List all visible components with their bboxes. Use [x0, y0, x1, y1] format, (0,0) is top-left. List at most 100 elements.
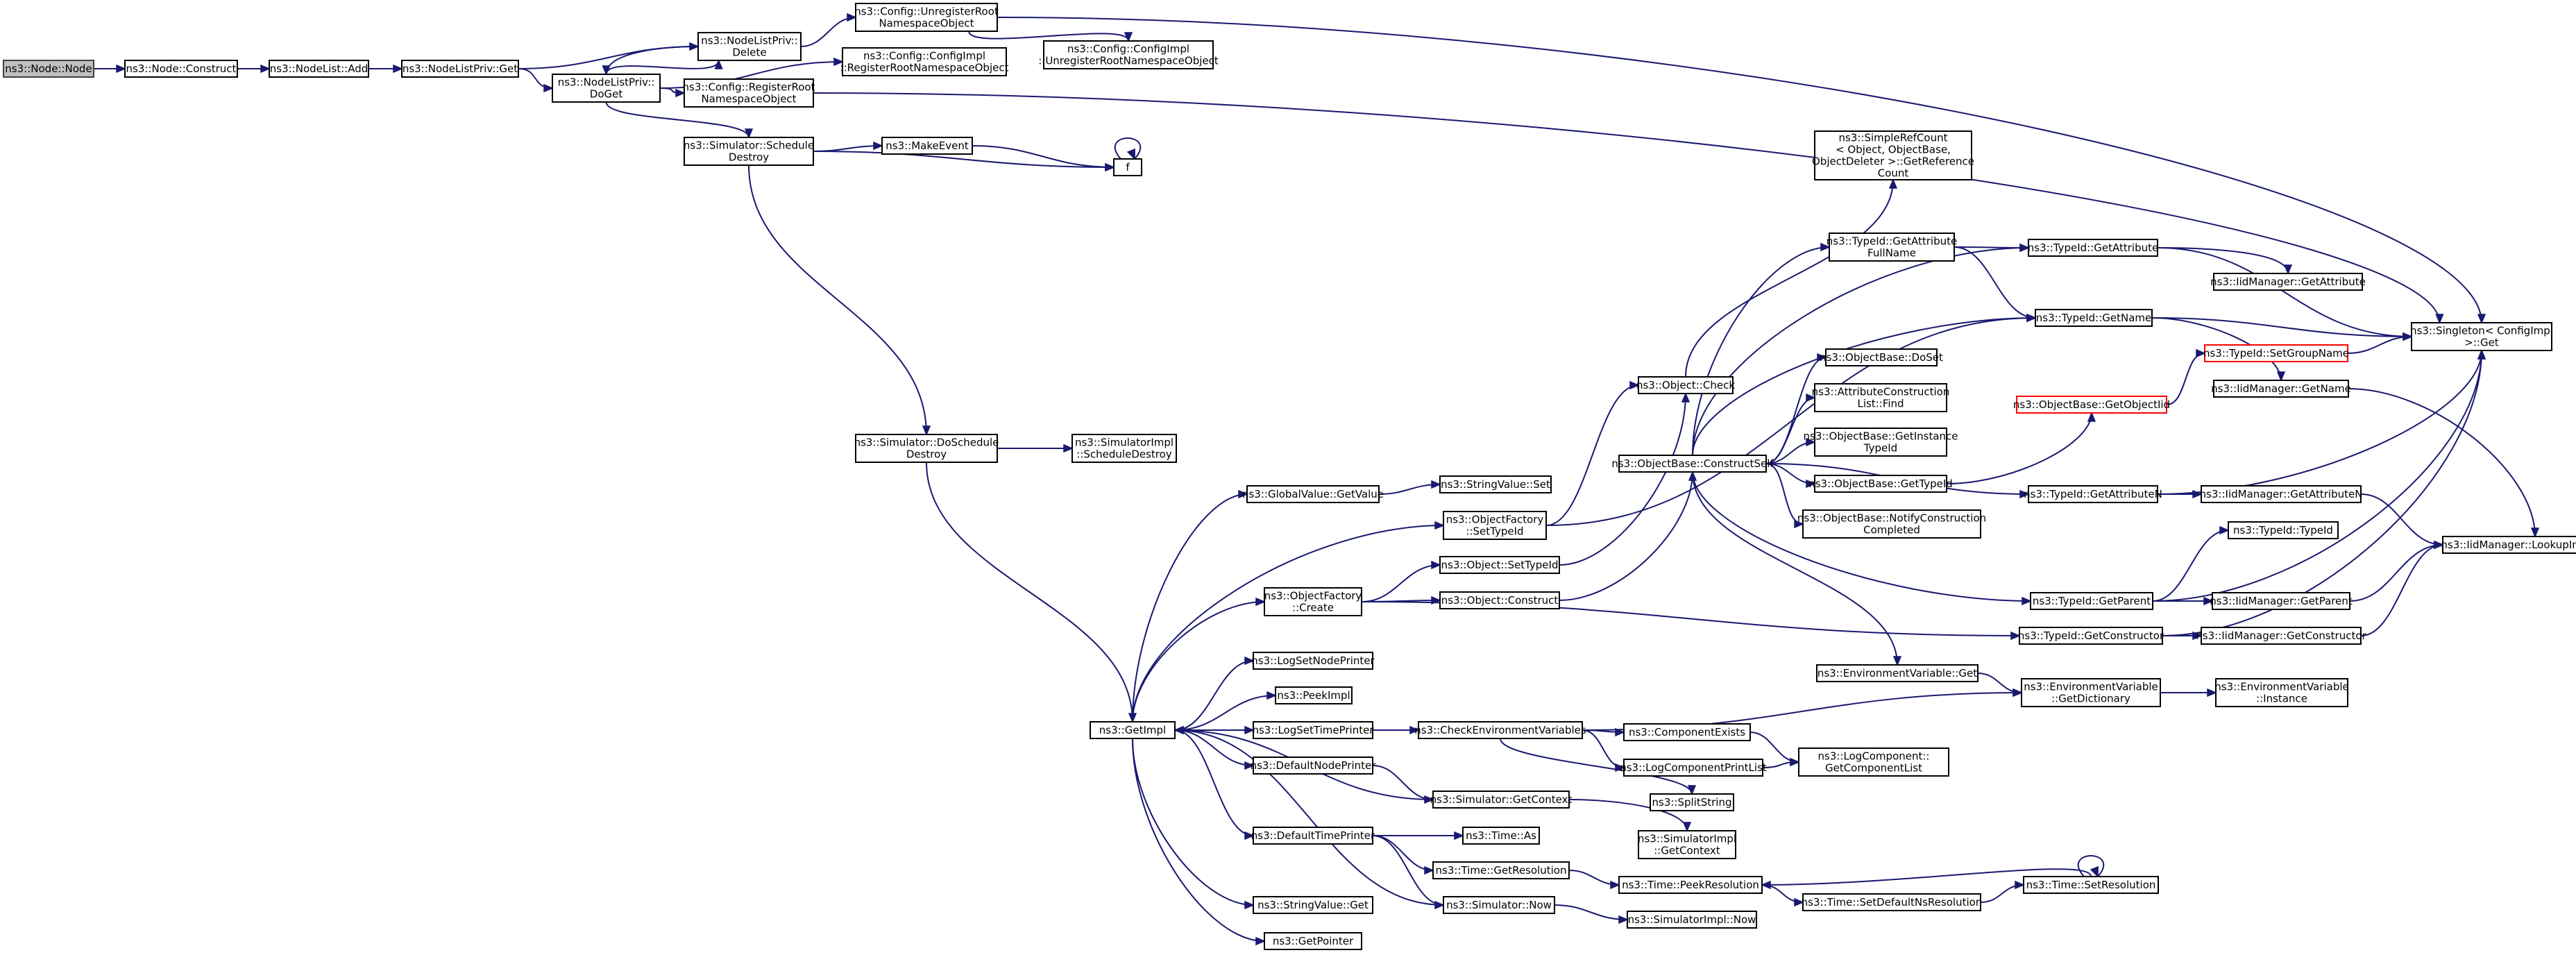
node-n0[interactable]: ns3::Node::Node: [3, 60, 94, 78]
node-n29[interactable]: ns3::Singleton< ConfigImpl>::Get: [2410, 322, 2553, 351]
node-label-line: < Object, ObjectBase,: [1836, 144, 1951, 156]
node-n19[interactable]: ns3::Object::Check: [1636, 376, 1735, 394]
node-n68[interactable]: ns3::StringValue::Get: [1253, 896, 1373, 914]
node-n42[interactable]: ns3::TypeId::GetParent: [2030, 592, 2153, 610]
node-n36[interactable]: ns3::TypeId::SetGroupName: [2203, 344, 2349, 362]
node-n23[interactable]: ns3::Object::Construct: [1439, 591, 1560, 609]
node-n66[interactable]: ns3::Simulator::Now: [1443, 896, 1555, 914]
node-n50[interactable]: ns3::PeekImpl: [1275, 686, 1353, 704]
node-label-line: ns3::Object::SetTypeId: [1441, 559, 1559, 571]
edge-n15-n16: [1132, 489, 1248, 722]
node-n44[interactable]: ns3::TypeId::GetConstructor: [2018, 627, 2164, 645]
node-n38[interactable]: ns3::TypeId::GetAttributeN: [2024, 485, 2162, 503]
edge-n38-n29: [2157, 349, 2486, 495]
node-n58[interactable]: ns3::Simulator::GetContext: [1430, 791, 1573, 809]
node-label-line: ::Create: [1292, 602, 1334, 614]
node-n41[interactable]: ns3::TypeId::TypeId: [2228, 521, 2339, 539]
edge-n15-n21: [1132, 597, 1266, 722]
node-n1[interactable]: ns3::Node::Construct: [124, 60, 238, 78]
node-n28[interactable]: ns3::TypeId::GetName: [2035, 309, 2153, 327]
node-n64[interactable]: ns3::Time::SetDefaultNsResolution: [1802, 893, 1983, 911]
node-n61[interactable]: ns3::Time::As: [1462, 827, 1540, 845]
node-n12[interactable]: f: [1113, 158, 1142, 176]
node-n2[interactable]: ns3::NodeList::Add: [269, 60, 369, 78]
node-n40[interactable]: ns3::IidManager::LookupInformation: [2441, 536, 2576, 554]
node-n51[interactable]: ns3::LogSetTimePrinter: [1252, 721, 1374, 739]
node-n43[interactable]: ns3::IidManager::GetParent: [2210, 592, 2353, 610]
node-label-line: ns3::IidManager::GetAttributeN: [2200, 488, 2363, 500]
node-n10[interactable]: ns3::Simulator::ScheduleDestroy: [684, 137, 814, 166]
node-label-line: ns3::LogComponentPrintList: [1620, 761, 1767, 774]
node-box: [2212, 592, 2350, 610]
node-label-line: ns3::Config::UnregisterRoot: [854, 6, 999, 18]
node-n35[interactable]: ns3::ObjectBase::GetObjectIid: [2013, 396, 2170, 414]
node-n59[interactable]: ns3::SimulatorImpl::GetContext: [1638, 830, 1736, 859]
node-n49[interactable]: ns3::LogSetNodePrinter: [1251, 652, 1375, 670]
node-n21[interactable]: ns3::ObjectFactory::Create: [1264, 587, 1362, 616]
node-n47[interactable]: ns3::EnvironmentVariable::GetDictionary: [2021, 678, 2161, 707]
node-label-line: ns3::Singleton< ConfigImpl: [2410, 325, 2553, 337]
node-box: [1443, 511, 1547, 540]
node-n67[interactable]: ns3::SimulatorImpl::Now: [1627, 911, 1757, 929]
node-n33[interactable]: ns3::ObjectBase::GetTypeId: [1808, 475, 1953, 493]
node-n62[interactable]: ns3::Time::GetResolution: [1432, 861, 1570, 879]
node-label-line: ns3::NodeListPriv::: [701, 35, 798, 47]
edge-line: [1132, 738, 1254, 906]
node-box: [1071, 434, 1177, 463]
node-n3[interactable]: ns3::NodeListPriv::Get: [401, 60, 519, 78]
node-n52[interactable]: ns3::CheckEnvironmentVariables: [1414, 721, 1586, 739]
node-n8[interactable]: ns3::Config::ConfigImpl::RegisterRootNam…: [840, 47, 1009, 76]
node-n5[interactable]: ns3::NodeListPriv::DoGet: [552, 74, 661, 103]
node-n22[interactable]: ns3::Object::SetTypeId: [1439, 556, 1560, 574]
node-n55[interactable]: ns3::LogComponent::GetComponentList: [1798, 747, 1949, 777]
node-n46[interactable]: ns3::EnvironmentVariable::Get: [1816, 664, 1978, 682]
edge-n9-n29: [813, 92, 2444, 324]
edge-n5-n9: [659, 87, 686, 98]
node-n7[interactable]: ns3::Config::ConfigImpl::UnregisterRootN…: [1038, 40, 1219, 69]
node-n16[interactable]: ns3::GlobalValue::GetValue: [1242, 485, 1384, 503]
node-label-line: ns3::LogSetNodePrinter: [1251, 654, 1375, 667]
node-n45[interactable]: ns3::IidManager::GetConstructor: [2196, 627, 2367, 645]
node-n65[interactable]: ns3::Time::SetResolution: [2023, 876, 2159, 894]
node-n48[interactable]: ns3::EnvironmentVariable::Instance: [2214, 678, 2349, 707]
edge-n24-n31: [1765, 393, 1816, 464]
node-n20[interactable]: ns3::SimpleRefCount< Object, ObjectBase,…: [1812, 130, 1974, 180]
node-box: [1638, 830, 1736, 859]
node-box: [269, 60, 369, 78]
node-n6[interactable]: ns3::Config::UnregisterRootNamespaceObje…: [854, 3, 999, 32]
node-label-line: ns3::Simulator::Schedule: [684, 140, 814, 152]
node-n27[interactable]: ns3::IidManager::GetAttribute: [2210, 273, 2366, 291]
node-n26[interactable]: ns3::TypeId::GetAttribute: [2028, 239, 2158, 257]
node-n11[interactable]: ns3::MakeEvent: [881, 137, 973, 155]
node-n39[interactable]: ns3::IidManager::GetAttributeN: [2200, 485, 2363, 503]
node-n63[interactable]: ns3::Time::PeekResolution: [1618, 876, 1763, 894]
node-box: [855, 3, 998, 32]
node-n60[interactable]: ns3::DefaultTimePrinter: [1251, 827, 1375, 845]
node-n9[interactable]: ns3::Config::RegisterRootNamespaceObject: [683, 78, 815, 108]
edge-arrowhead: [1610, 880, 1620, 890]
node-n4[interactable]: ns3::NodeListPriv::Delete: [697, 32, 802, 61]
node-n34[interactable]: ns3::ObjectBase::NotifyConstructionCompl…: [1797, 509, 1986, 539]
node-n54[interactable]: ns3::LogComponentPrintList: [1620, 759, 1767, 777]
node-n30[interactable]: ns3::ObjectBase::DoSet: [1820, 348, 1943, 366]
edge-line: [1761, 868, 2092, 886]
edge-arrowhead: [1126, 148, 1135, 160]
node-n56[interactable]: ns3::SplitString: [1650, 793, 1734, 811]
node-n18[interactable]: ns3::ObjectFactory::SetTypeId: [1443, 511, 1547, 540]
node-n14[interactable]: ns3::SimulatorImpl::ScheduleDestroy: [1071, 434, 1177, 463]
edge-line: [800, 17, 856, 47]
edge-line: [1954, 246, 2036, 319]
node-n53[interactable]: ns3::ComponentExists: [1623, 723, 1751, 741]
node-n15[interactable]: ns3::GetImpl: [1090, 721, 1176, 739]
node-n37[interactable]: ns3::IidManager::GetName: [2211, 380, 2351, 398]
node-n17[interactable]: ns3::StringValue::Set: [1439, 475, 1552, 493]
node-n57[interactable]: ns3::DefaultNodePrinter: [1251, 757, 1377, 775]
edge-n66-n15: [1173, 725, 1444, 906]
node-n24[interactable]: ns3::ObjectBase::ConstructSelf: [1611, 455, 1774, 473]
node-n69[interactable]: ns3::GetPointer: [1264, 932, 1362, 950]
edge-n15-n69: [1132, 738, 1266, 946]
